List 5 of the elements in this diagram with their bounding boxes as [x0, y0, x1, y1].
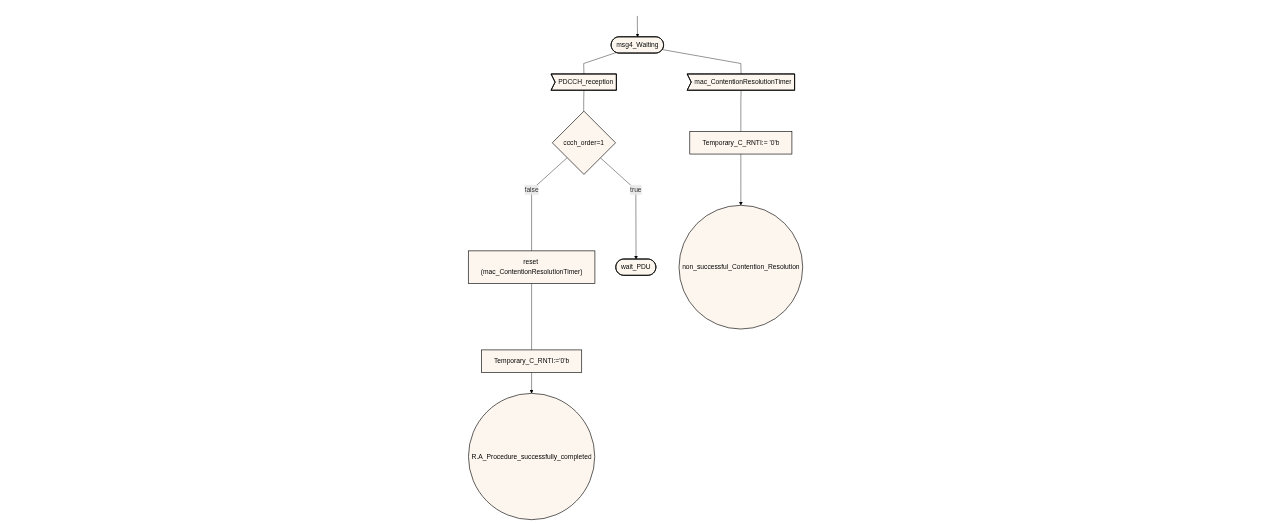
- connector: [740, 90, 742, 132]
- connector: [583, 90, 585, 112]
- connector: [531, 283, 532, 351]
- connector: [662, 49, 742, 75]
- connector: [583, 52, 617, 75]
